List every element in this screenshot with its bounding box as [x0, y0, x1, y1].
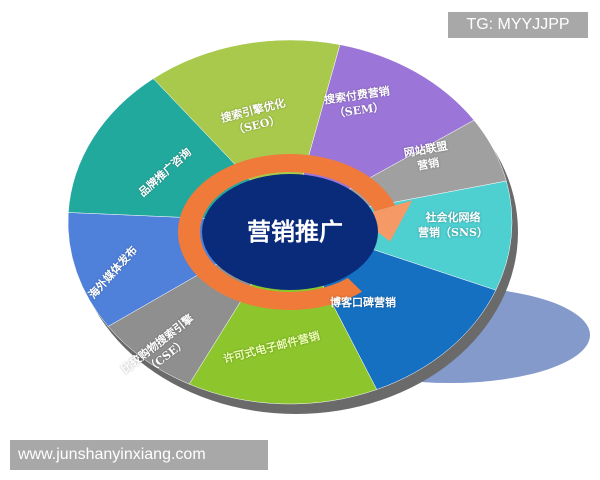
segment-wedge — [68, 78, 291, 223]
center-title: 营销推广 — [247, 218, 343, 246]
segment-wedge — [188, 221, 378, 405]
cycle-arrow-head — [357, 200, 413, 242]
segment-wedge — [289, 180, 513, 291]
watermark-bottom-left: www.junshanyinxiang.com — [10, 440, 268, 470]
watermark-top-right: TG: MYYJJPP — [448, 12, 588, 38]
segment-label-sns: 社会化网络营销（SNS） — [418, 211, 488, 239]
segment-label-blog: 博客口碑营销 — [330, 296, 396, 309]
center-core — [202, 174, 378, 290]
